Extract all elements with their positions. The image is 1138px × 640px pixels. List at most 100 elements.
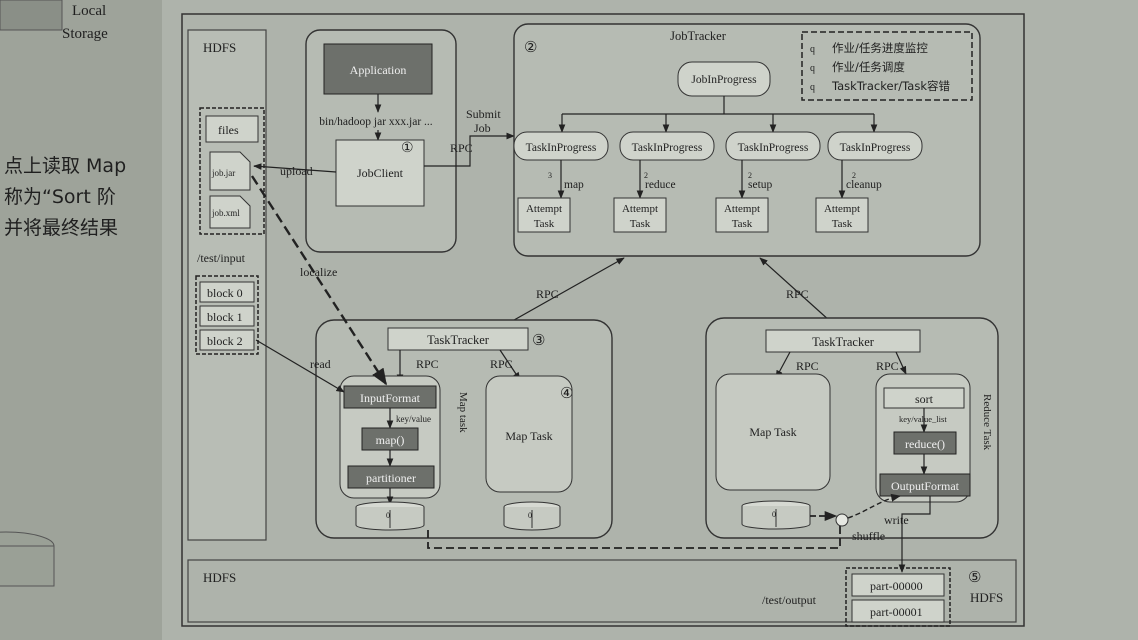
- step-1-number: ①: [401, 141, 414, 156]
- shuffle-to-sort-arrow: [847, 493, 901, 519]
- taskinprogress-cleanup-label: TaskInProgress: [840, 142, 911, 154]
- block-0-box: [199, 281, 255, 303]
- taskinprogress-setup-box: [725, 131, 821, 161]
- setup-attempt-count: 2: [748, 171, 752, 180]
- partitioner-label: partitioner: [366, 471, 416, 485]
- block-2-label: block 2: [207, 334, 243, 348]
- taskinprogress-reduce-box: [619, 131, 715, 161]
- step-3-number: ③: [532, 333, 545, 349]
- shuffle-path-left: [427, 522, 841, 549]
- reduce-task-vertical-label: Reduce Task: [981, 394, 993, 451]
- job-label: Job: [474, 121, 491, 135]
- rpc-tt-right-label-1: RPC: [796, 359, 819, 373]
- taskinprogress-map-label: TaskInProgress: [526, 142, 597, 154]
- step-4-number: ④: [560, 386, 573, 402]
- map-task-box-2: [485, 375, 573, 493]
- body-text-line2: 称为“Sort 阶: [4, 186, 116, 208]
- map-output-disk-2-num: 0: [528, 511, 532, 520]
- cleanup-attempt-count: 2: [852, 171, 856, 180]
- inputformat-label: InputFormat: [360, 391, 421, 405]
- files-box: [205, 115, 259, 143]
- attempt-task-map-line1: Attempt: [526, 203, 562, 215]
- shuffle-merge-node: [835, 513, 849, 527]
- block-1-box: [199, 305, 255, 327]
- output-parts-group: [845, 567, 951, 627]
- attempt-task-setup-box: [715, 197, 769, 233]
- shuffle-label: shuffle: [852, 529, 885, 543]
- tt-right-to-reduce-arrow: [895, 351, 907, 375]
- job-jar-file-icon: [209, 151, 251, 191]
- map-attempt-count: 3: [548, 171, 552, 180]
- attempt-task-map-box: [517, 197, 571, 233]
- body-text-line1: 点上读取 Map: [4, 155, 126, 177]
- taskinprogress-reduce-label: TaskInProgress: [632, 142, 703, 154]
- tasktracker-left-title-box: [387, 327, 529, 351]
- attempt-task-cleanup-box: [815, 197, 869, 233]
- jobclient-label: JobClient: [357, 166, 404, 180]
- disk-fragment-body: [0, 545, 55, 587]
- hdfs-bottom-band: [187, 559, 1017, 623]
- read-arrow: [255, 339, 345, 393]
- rpc-jt-tt-left-label: RPC: [536, 287, 559, 301]
- local-storage-disk-fragment: [0, 0, 63, 31]
- attempt-task-map-line2: Task: [534, 218, 555, 230]
- application-label: Application: [350, 63, 407, 77]
- job-files-group: [199, 107, 265, 235]
- step-5-number: ⑤: [968, 570, 981, 586]
- legend-item-3: TaskTracker/Task容错: [831, 79, 950, 93]
- taskinprogress-setup-label: TaskInProgress: [738, 142, 809, 154]
- tasktracker-right-title: TaskTracker: [812, 335, 875, 349]
- job-xml-label: job.xml: [211, 208, 240, 218]
- files-label: files: [218, 123, 239, 137]
- outputformat-label: OutputFormat: [891, 479, 960, 493]
- submit-job-arrow: [424, 132, 515, 167]
- legend-item-1: 作业/任务进度监控: [832, 41, 928, 55]
- reduce-function-box: [893, 431, 957, 455]
- part-00001-label: part-00001: [870, 605, 923, 619]
- localize-arrow: [250, 175, 388, 386]
- jobtracker-title: JobTracker: [670, 29, 727, 43]
- sort-label: sort: [915, 392, 934, 406]
- reduce-attempt-count: 2: [644, 171, 648, 180]
- submit-label: Submit: [466, 107, 501, 121]
- block-2-box: [199, 329, 255, 351]
- rpc-jt-tt-right-label: RPC: [786, 287, 809, 301]
- map-task-2-label: Map Task: [505, 429, 552, 443]
- block-0-label: block 0: [207, 286, 243, 300]
- attempt-task-reduce-line2: Task: [630, 218, 651, 230]
- reduce-kind-label: reduce: [645, 179, 676, 191]
- legend-bullet-2: q: [810, 63, 815, 74]
- job-xml-file-icon: [209, 195, 251, 229]
- block-1-label: block 1: [207, 310, 243, 324]
- body-text-line3: 并将最终结果: [4, 217, 118, 239]
- rpc-tt-left-label-1: RPC: [416, 357, 439, 371]
- local-storage-line1: Local: [72, 3, 106, 19]
- tt-left-to-maptask2-arrow: [499, 349, 521, 381]
- map-kind-label: map: [564, 179, 584, 191]
- tasktracker-right-title-box: [765, 329, 921, 353]
- right-map-task-box: [715, 373, 831, 491]
- local-storage-line2: Storage: [62, 26, 108, 42]
- input-blocks-group: [195, 275, 259, 355]
- write-label: write: [884, 513, 909, 527]
- attempt-task-setup-line1: Attempt: [724, 203, 760, 215]
- part-00001-box: [851, 599, 945, 623]
- key-value-label: key/value: [396, 414, 431, 424]
- step-2-number: ②: [524, 40, 537, 56]
- attempt-task-reduce-box: [613, 197, 667, 233]
- job-jar-label: job.jar: [211, 168, 235, 178]
- jobtracker-functions-legend: [801, 31, 973, 101]
- legend-item-2: 作业/任务调度: [832, 60, 905, 74]
- attempt-task-reduce-line1: Attempt: [622, 203, 658, 215]
- taskinprogress-cleanup-box: [827, 131, 923, 161]
- hadoop-command-text: bin/hadoop jar xxx.jar ...: [319, 116, 433, 128]
- setup-kind-label: setup: [748, 179, 773, 191]
- upload-arrow: [253, 163, 337, 173]
- upload-label: upload: [280, 164, 313, 178]
- hdfs-bottom-label: HDFS: [203, 570, 236, 585]
- attempt-task-cleanup-line2: Task: [832, 218, 853, 230]
- key-value-list-label: key/value_list: [899, 414, 947, 424]
- localize-label: localize: [300, 265, 337, 279]
- attempt-task-cleanup-line1: Attempt: [824, 203, 860, 215]
